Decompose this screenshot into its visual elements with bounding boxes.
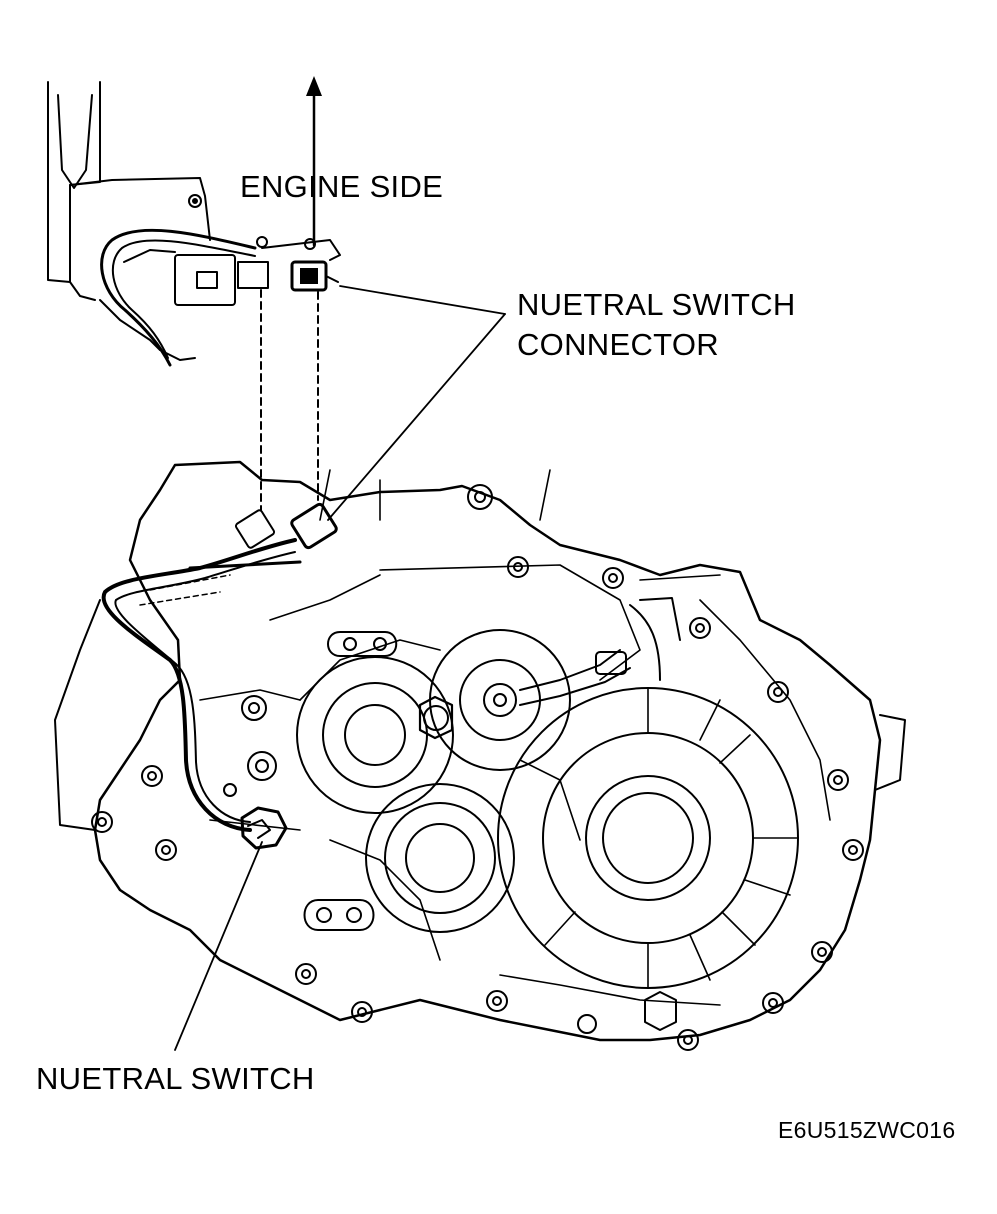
shift-linkage (519, 597, 681, 706)
bearing-bore-lower (365, 783, 515, 933)
engine-side-label: ENGINE SIDE (240, 169, 444, 204)
bearing-bore-upper-right (429, 629, 571, 771)
switch-leader (174, 841, 263, 1051)
transaxle-case (54, 460, 906, 1042)
neutral-switch-label: NUETRAL SWITCH (36, 1061, 315, 1096)
lower-connector-icon (234, 502, 338, 550)
engine-bracket (47, 81, 211, 361)
neutral-switch-harness (101, 538, 302, 832)
case-bolts (91, 484, 864, 1051)
connector-label-line1: NUETRAL SWITCH (517, 287, 796, 322)
assembly-guide-lines (260, 289, 319, 511)
connector-leaders (327, 285, 506, 521)
engine-side-arrow (306, 76, 322, 247)
center-hex-bolt (418, 695, 454, 740)
upper-connector-icon (290, 260, 339, 292)
figure-code: E6U515ZWC016 (778, 1117, 956, 1143)
hidden-edge-lines (139, 574, 231, 606)
differential-spokes (544, 687, 799, 989)
connector-label-line2: CONNECTOR (517, 327, 719, 362)
upper-harness (100, 228, 257, 367)
mounting-lugs (303, 631, 398, 931)
neutral-switch-icon (240, 806, 288, 850)
upper-connector-assembly (174, 236, 341, 306)
lower-hex-bolt (644, 991, 677, 1031)
